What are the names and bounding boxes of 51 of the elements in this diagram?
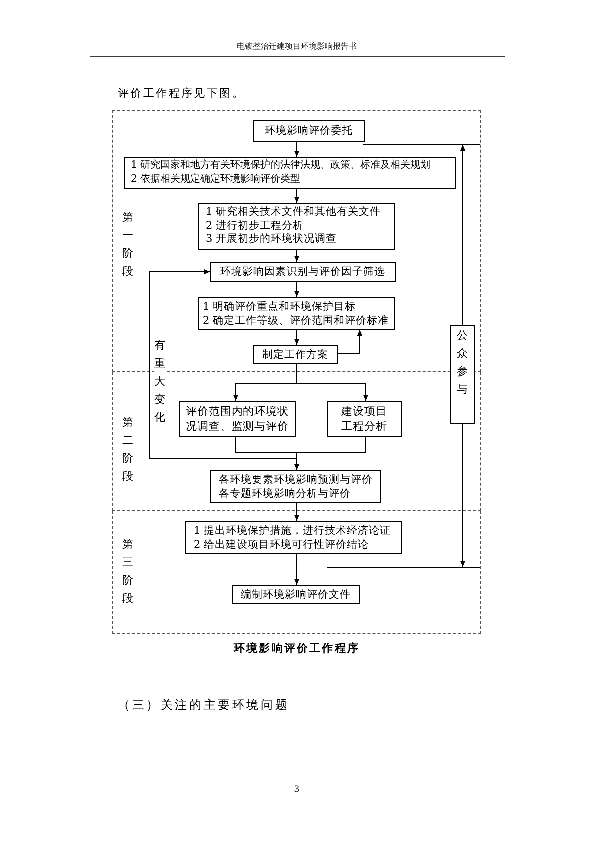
step-text: 公众参与 — [456, 328, 468, 398]
stage-band — [112, 511, 481, 634]
step-text: 2 进行初步工程分析 — [206, 220, 304, 233]
step-text: 1 研究相关技术文件和其他有关文件 — [206, 206, 382, 220]
stage-label: 第一阶段 — [122, 210, 134, 280]
arrow — [294, 142, 300, 158]
process-box — [327, 401, 402, 437]
process-box — [232, 585, 360, 604]
step-text: 1 提出环境保护措施，进行技术经济论证 — [194, 524, 392, 538]
paragraph-text: 评价工作程序见下图。 — [118, 86, 245, 101]
arrow — [460, 144, 466, 326]
step-text: 建设项目工程分析 — [340, 404, 388, 434]
page-number: 3 — [294, 785, 300, 795]
process-box — [179, 401, 296, 437]
step-text: 1 明确评价重点和环境保护目标 — [203, 300, 356, 314]
arrow — [150, 269, 366, 460]
arrow — [294, 282, 300, 298]
arrow — [294, 250, 300, 262]
header-text: 电镀整治迁建项目环境影响报告书 — [237, 41, 357, 52]
process-box — [198, 203, 395, 250]
step-text: 3 开展初步的环境状况调查 — [206, 233, 338, 247]
arrow — [294, 188, 300, 204]
arrow — [338, 330, 363, 354]
step-text: 各环境要素环境影响预测与评价 — [219, 472, 373, 486]
step-text: 环境影响评价委托 — [265, 124, 353, 138]
arrow — [296, 364, 369, 402]
figure-caption: 环境影响评价工作程序 — [234, 641, 360, 656]
step-text: 环境影响因素识别与评价因子筛选 — [220, 265, 386, 279]
process-box — [198, 297, 395, 330]
stage-label: 第三阶段 — [122, 537, 134, 607]
step-text: 2 给出建设项目环境可行性评价结论 — [194, 538, 370, 552]
step-text: 2 确定工作等级、评价范围和评价标准 — [203, 314, 390, 328]
process-box — [185, 521, 402, 554]
process-box — [124, 157, 456, 189]
step-text: 1 研究国家和地方有关环境保护的法律法规、政策、标准及相关规划 — [131, 158, 431, 172]
process-box — [450, 325, 475, 424]
process-box — [210, 262, 396, 282]
step-text: 各专题环境影响分析与评价 — [219, 486, 351, 500]
arrow — [294, 330, 300, 346]
process-box — [253, 120, 365, 142]
step-text: 评价范围内的环境状况调查、监测与评价 — [186, 404, 290, 434]
step-text: 编制环境影响评价文件 — [241, 588, 351, 602]
arrow — [460, 424, 466, 568]
arrow — [294, 554, 300, 586]
section-heading: （三）关注的主要环境问题 — [118, 697, 290, 714]
arrow — [294, 502, 300, 522]
stage-label: 第二阶段 — [122, 415, 134, 485]
step-text: 制定工作方案 — [262, 348, 328, 362]
step-text: 2 依据相关规定确定环境影响评价类型 — [131, 173, 301, 187]
process-box — [253, 345, 338, 364]
process-box — [210, 470, 381, 503]
